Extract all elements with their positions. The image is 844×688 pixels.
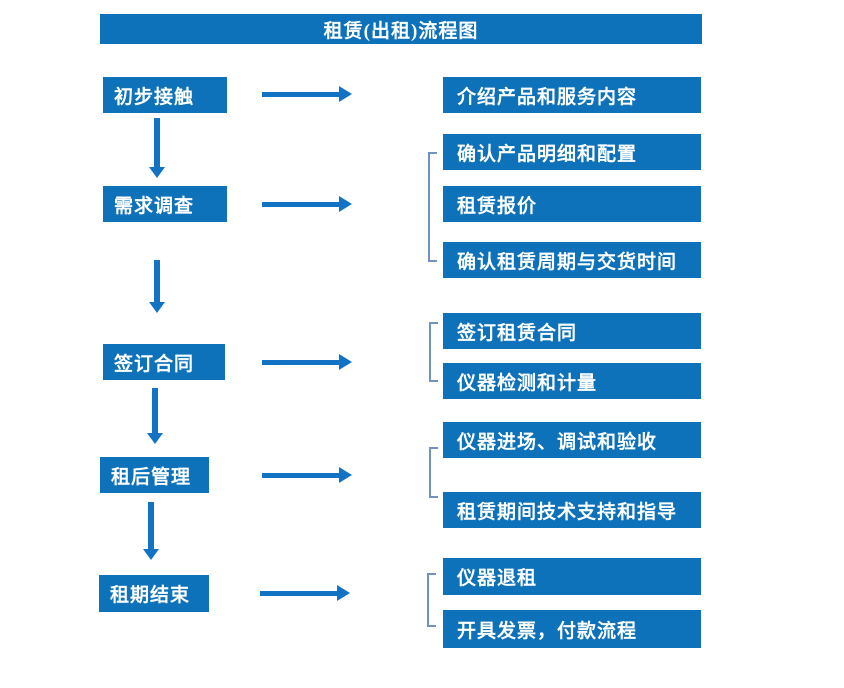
arrow-stem [148, 502, 154, 549]
arrow-down-icon [143, 502, 159, 560]
detail-box-rental-quotation: 租赁报价 [443, 186, 701, 222]
arrow-right-icon [260, 585, 350, 601]
step-box-rental-end: 租期结束 [99, 575, 209, 612]
group-bracket [427, 573, 436, 627]
detail-box-instrument-entry-debug-acceptance: 仪器进场、调试和验收 [443, 422, 701, 458]
arrow-stem [262, 359, 339, 365]
arrow-head [339, 86, 352, 102]
group-bracket [428, 152, 437, 262]
flowchart-title: 租赁(出租)流程图 [100, 14, 702, 44]
arrow-stem [154, 118, 160, 167]
arrow-stem [262, 91, 339, 97]
arrow-down-icon [149, 118, 165, 178]
detail-box-sign-rental-contract: 签订租赁合同 [443, 313, 701, 349]
group-bracket [429, 447, 438, 498]
step-box-sign-contract: 签订合同 [103, 344, 225, 380]
group-bracket [429, 322, 438, 382]
arrow-head [339, 196, 352, 212]
arrow-stem [262, 201, 339, 207]
arrow-stem [260, 590, 337, 596]
detail-box-instrument-testing-metering: 仪器检测和计量 [443, 363, 701, 399]
arrow-stem [154, 260, 160, 302]
detail-box-technical-support-guidance: 租赁期间技术支持和指导 [443, 492, 701, 528]
arrow-right-icon [262, 86, 352, 102]
arrow-right-icon [262, 354, 352, 370]
arrow-right-icon [262, 467, 352, 483]
arrow-right-icon [262, 196, 352, 212]
arrow-head [147, 433, 163, 444]
arrow-head [339, 467, 352, 483]
detail-box-instrument-return: 仪器退租 [443, 558, 701, 595]
arrow-stem [262, 472, 339, 478]
arrow-down-icon [147, 388, 163, 444]
detail-box-introduce-products-services: 介绍产品和服务内容 [443, 77, 701, 113]
detail-box-invoice-payment-process: 开具发票，付款流程 [443, 610, 701, 648]
arrow-down-icon [149, 260, 165, 313]
arrow-head [149, 302, 165, 313]
arrow-head [149, 167, 165, 178]
step-box-post-rental-management: 租后管理 [100, 457, 209, 493]
detail-box-confirm-rental-period-delivery: 确认租赁周期与交货时间 [443, 242, 701, 278]
detail-box-confirm-product-details: 确认产品明细和配置 [443, 134, 701, 170]
arrow-stem [152, 388, 158, 433]
arrow-head [143, 549, 159, 560]
arrow-head [339, 354, 352, 370]
arrow-head [337, 585, 350, 601]
step-box-demand-survey: 需求调查 [103, 186, 227, 222]
step-box-initial-contact: 初步接触 [103, 77, 227, 113]
